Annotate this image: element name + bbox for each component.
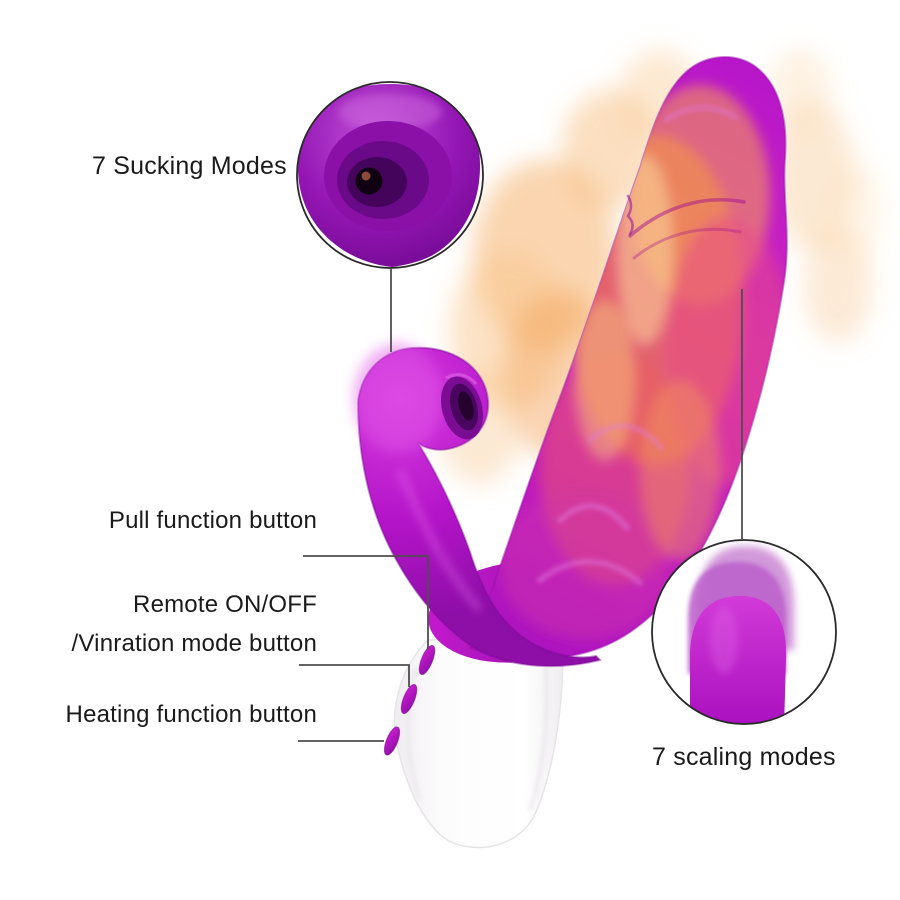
button-heating <box>383 726 401 756</box>
callout-vibration <box>299 664 410 687</box>
suction-mouth <box>440 373 484 440</box>
label-vibration-mode: /Vinration mode button <box>71 630 317 657</box>
zoom-inset-sucking <box>296 81 484 269</box>
label-heating-function: Heating function button <box>65 701 317 728</box>
button-pull <box>418 644 436 676</box>
label-sucking-modes: 7 Sucking Modes <box>92 152 287 180</box>
flame-effect-on-shaft <box>500 85 787 640</box>
shaft-veins <box>537 105 739 586</box>
inset-ring-bottom <box>651 539 837 725</box>
shaft <box>468 56 788 660</box>
handle <box>393 635 564 849</box>
button-vibration <box>400 683 418 715</box>
power-buttons <box>383 644 436 756</box>
inset-ring-top <box>296 81 484 269</box>
label-scaling-modes: 7 scaling modes <box>652 743 836 771</box>
glans-ridges <box>626 194 746 260</box>
label-pull-function: Pull function button <box>108 507 317 534</box>
suction-arm <box>353 343 602 668</box>
callout-lines <box>298 269 743 742</box>
label-remote-on-off: Remote ON/OFF <box>133 591 317 618</box>
callout-pull <box>303 555 429 649</box>
zoom-inset-scaling <box>651 539 837 725</box>
